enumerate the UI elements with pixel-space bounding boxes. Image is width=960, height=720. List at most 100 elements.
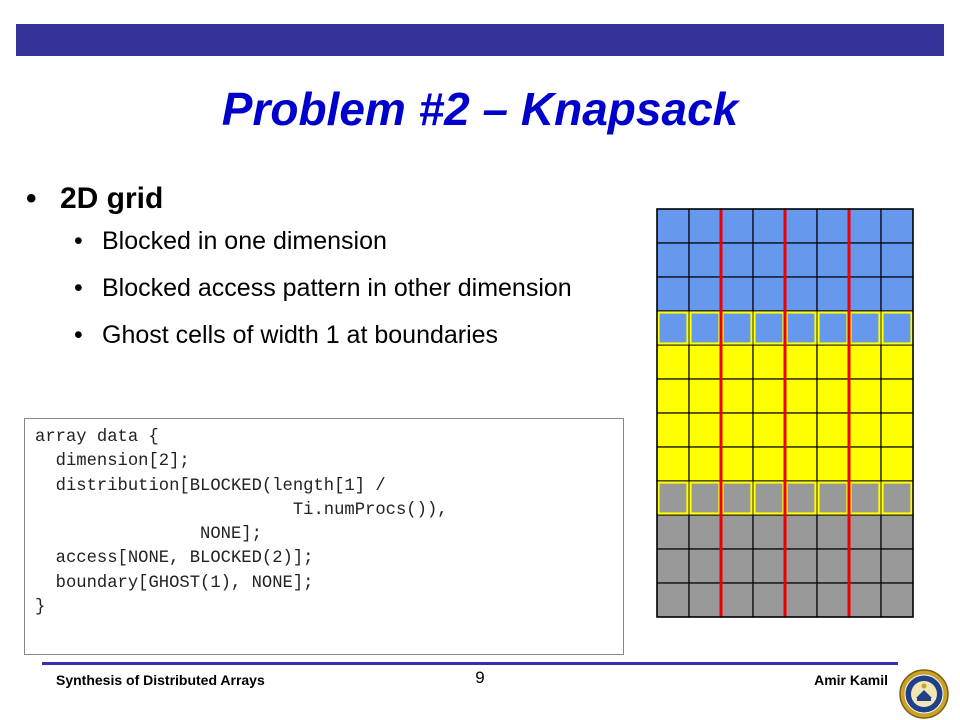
grid-cell bbox=[656, 310, 690, 346]
grid-cell bbox=[752, 514, 786, 550]
ghost-cell-outline bbox=[881, 481, 913, 515]
grid-cell bbox=[656, 344, 690, 380]
grid-cell bbox=[752, 378, 786, 414]
grid-cell bbox=[656, 208, 690, 244]
grid-cell bbox=[784, 310, 818, 346]
grid-cell bbox=[848, 412, 882, 448]
grid-cell bbox=[720, 412, 754, 448]
grid-cell bbox=[688, 242, 722, 278]
grid-cell bbox=[816, 310, 850, 346]
grid-cell bbox=[880, 276, 914, 312]
grid-cell bbox=[784, 344, 818, 380]
grid-cell bbox=[784, 548, 818, 584]
sub-bullet-list: Blocked in one dimension Blocked access … bbox=[26, 226, 636, 351]
grid-cell bbox=[752, 242, 786, 278]
grid-cell bbox=[688, 548, 722, 584]
grid-cell bbox=[880, 514, 914, 550]
slide-title: Problem #2 – Knapsack bbox=[221, 83, 739, 135]
code-listing: array data { dimension[2]; distribution[… bbox=[35, 428, 448, 618]
grid-cell bbox=[880, 242, 914, 278]
grid-cell bbox=[720, 276, 754, 312]
grid-cell bbox=[656, 514, 690, 550]
grid-cell bbox=[848, 480, 882, 516]
code-box: array data { dimension[2]; distribution[… bbox=[24, 418, 624, 655]
grid-cell bbox=[656, 446, 690, 482]
bullet-list: 2D grid Blocked in one dimension Blocked… bbox=[26, 182, 636, 367]
grid-cell bbox=[880, 412, 914, 448]
grid-cell bbox=[720, 480, 754, 516]
grid-cell bbox=[816, 480, 850, 516]
grid-cell bbox=[784, 480, 818, 516]
grid-cell bbox=[752, 480, 786, 516]
grid-cell bbox=[848, 378, 882, 414]
grid-cell bbox=[688, 480, 722, 516]
grid-cell bbox=[752, 582, 786, 618]
grid-cell bbox=[816, 276, 850, 312]
grid-cell bbox=[656, 378, 690, 414]
grid-cell bbox=[848, 446, 882, 482]
ghost-cell-outline bbox=[881, 311, 913, 345]
university-seal-icon bbox=[899, 669, 949, 719]
grid-cell bbox=[720, 310, 754, 346]
grid-cell bbox=[752, 208, 786, 244]
grid-cell bbox=[784, 242, 818, 278]
grid-outline bbox=[656, 208, 914, 618]
grid-cell bbox=[816, 242, 850, 278]
grid-cell bbox=[880, 310, 914, 346]
grid-cell bbox=[784, 412, 818, 448]
grid-cell bbox=[784, 378, 818, 414]
grid-cell bbox=[688, 412, 722, 448]
sub-bullet-2: Blocked access pattern in other dimensio… bbox=[26, 273, 636, 304]
grid-cell bbox=[688, 276, 722, 312]
bullet-main: 2D grid bbox=[26, 182, 636, 216]
grid-diagram bbox=[656, 208, 916, 623]
ghost-cell-outline bbox=[657, 311, 689, 345]
grid-cell bbox=[816, 548, 850, 584]
grid-cell bbox=[880, 208, 914, 244]
grid-cell bbox=[656, 582, 690, 618]
grid-cell bbox=[816, 514, 850, 550]
grid-cell bbox=[752, 310, 786, 346]
grid-cell bbox=[752, 344, 786, 380]
grid-cell bbox=[784, 276, 818, 312]
grid-cell bbox=[880, 446, 914, 482]
grid-cell bbox=[816, 378, 850, 414]
grid-cell bbox=[880, 344, 914, 380]
grid-cell bbox=[784, 514, 818, 550]
grid-cell bbox=[816, 412, 850, 448]
grid-cell bbox=[848, 310, 882, 346]
grid-cell bbox=[752, 446, 786, 482]
grid-cell bbox=[720, 208, 754, 244]
grid-cell bbox=[720, 344, 754, 380]
grid-cell bbox=[752, 548, 786, 584]
grid-cell bbox=[752, 412, 786, 448]
sub-bullet-1: Blocked in one dimension bbox=[26, 226, 636, 257]
grid-cell bbox=[656, 412, 690, 448]
grid-cell bbox=[880, 548, 914, 584]
footer-divider bbox=[42, 662, 898, 665]
grid-cell bbox=[688, 208, 722, 244]
grid-cell bbox=[880, 582, 914, 618]
grid-cell bbox=[688, 582, 722, 618]
grid-cell bbox=[752, 276, 786, 312]
grid-cell bbox=[816, 344, 850, 380]
grid-cell bbox=[880, 378, 914, 414]
grid-cell bbox=[720, 514, 754, 550]
grid-cell bbox=[720, 378, 754, 414]
grid-svg bbox=[656, 208, 914, 618]
grid-cell bbox=[656, 276, 690, 312]
grid-cell bbox=[848, 548, 882, 584]
grid-cell bbox=[720, 582, 754, 618]
grid-cell bbox=[688, 378, 722, 414]
grid-cell bbox=[688, 344, 722, 380]
grid-cell bbox=[848, 242, 882, 278]
grid-cell bbox=[848, 514, 882, 550]
grid-cell bbox=[656, 242, 690, 278]
grid-cell bbox=[720, 548, 754, 584]
grid-cell bbox=[688, 310, 722, 346]
ghost-cell-outline bbox=[657, 481, 689, 515]
header-bar bbox=[16, 24, 944, 56]
page-number: 9 bbox=[475, 668, 485, 687]
sub-bullet-3: Ghost cells of width 1 at boundaries bbox=[26, 320, 636, 351]
grid-cell bbox=[848, 344, 882, 380]
